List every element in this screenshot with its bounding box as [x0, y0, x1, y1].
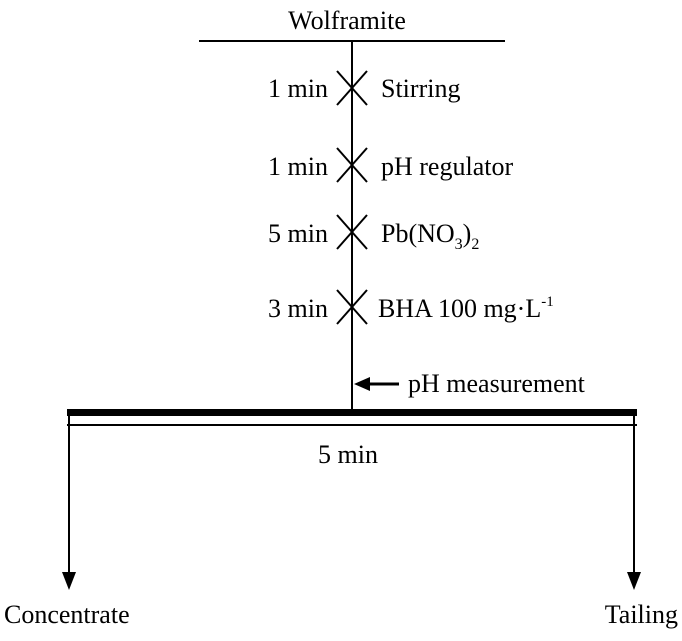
step-cross-icon [336, 214, 368, 250]
step-label: Pb(NO3)2 [381, 219, 479, 253]
tailing-label: Tailing [605, 600, 678, 629]
step-stirring: 1 min Stirring [268, 70, 460, 106]
step-label: Stirring [381, 74, 460, 103]
step-ph-regulator: 1 min pH regulator [268, 147, 513, 183]
tailing-arrow-icon [627, 572, 641, 590]
tailing-output: Tailing [605, 412, 678, 629]
step-bha: 3 min BHA 100 mg·L-1 [268, 289, 554, 325]
measurement-label: pH measurement [408, 369, 586, 398]
ph-measurement: pH measurement [354, 369, 586, 398]
feed-label: Wolframite [288, 6, 406, 35]
flotation-bar [67, 409, 637, 426]
step-cross-icon [336, 70, 368, 106]
step-time: 3 min [268, 294, 328, 323]
formula-main: Pb(NO [381, 219, 455, 248]
step-cross-icon [336, 289, 368, 325]
flotation-time: 5 min [318, 440, 378, 469]
step-cross-icon [336, 147, 368, 183]
formula-close: ) [463, 219, 472, 248]
formula-sub: 2 [471, 236, 479, 253]
flotation-bar-thick [67, 409, 637, 416]
collector-main: BHA 100 mg·L [378, 294, 541, 323]
concentrate-label: Concentrate [4, 600, 130, 629]
measurement-arrow-icon [354, 377, 370, 391]
concentrate-output: Concentrate [4, 412, 130, 629]
step-label: BHA 100 mg·L-1 [378, 294, 554, 323]
collector-sup: -1 [541, 294, 554, 310]
step-label: pH regulator [381, 152, 513, 181]
step-time: 1 min [268, 152, 328, 181]
step-time: 5 min [268, 219, 328, 248]
step-lead-nitrate: 5 min Pb(NO3)2 [268, 214, 479, 253]
concentrate-arrow-icon [62, 572, 76, 590]
step-time: 1 min [268, 74, 328, 103]
formula-sub: 3 [455, 236, 463, 253]
